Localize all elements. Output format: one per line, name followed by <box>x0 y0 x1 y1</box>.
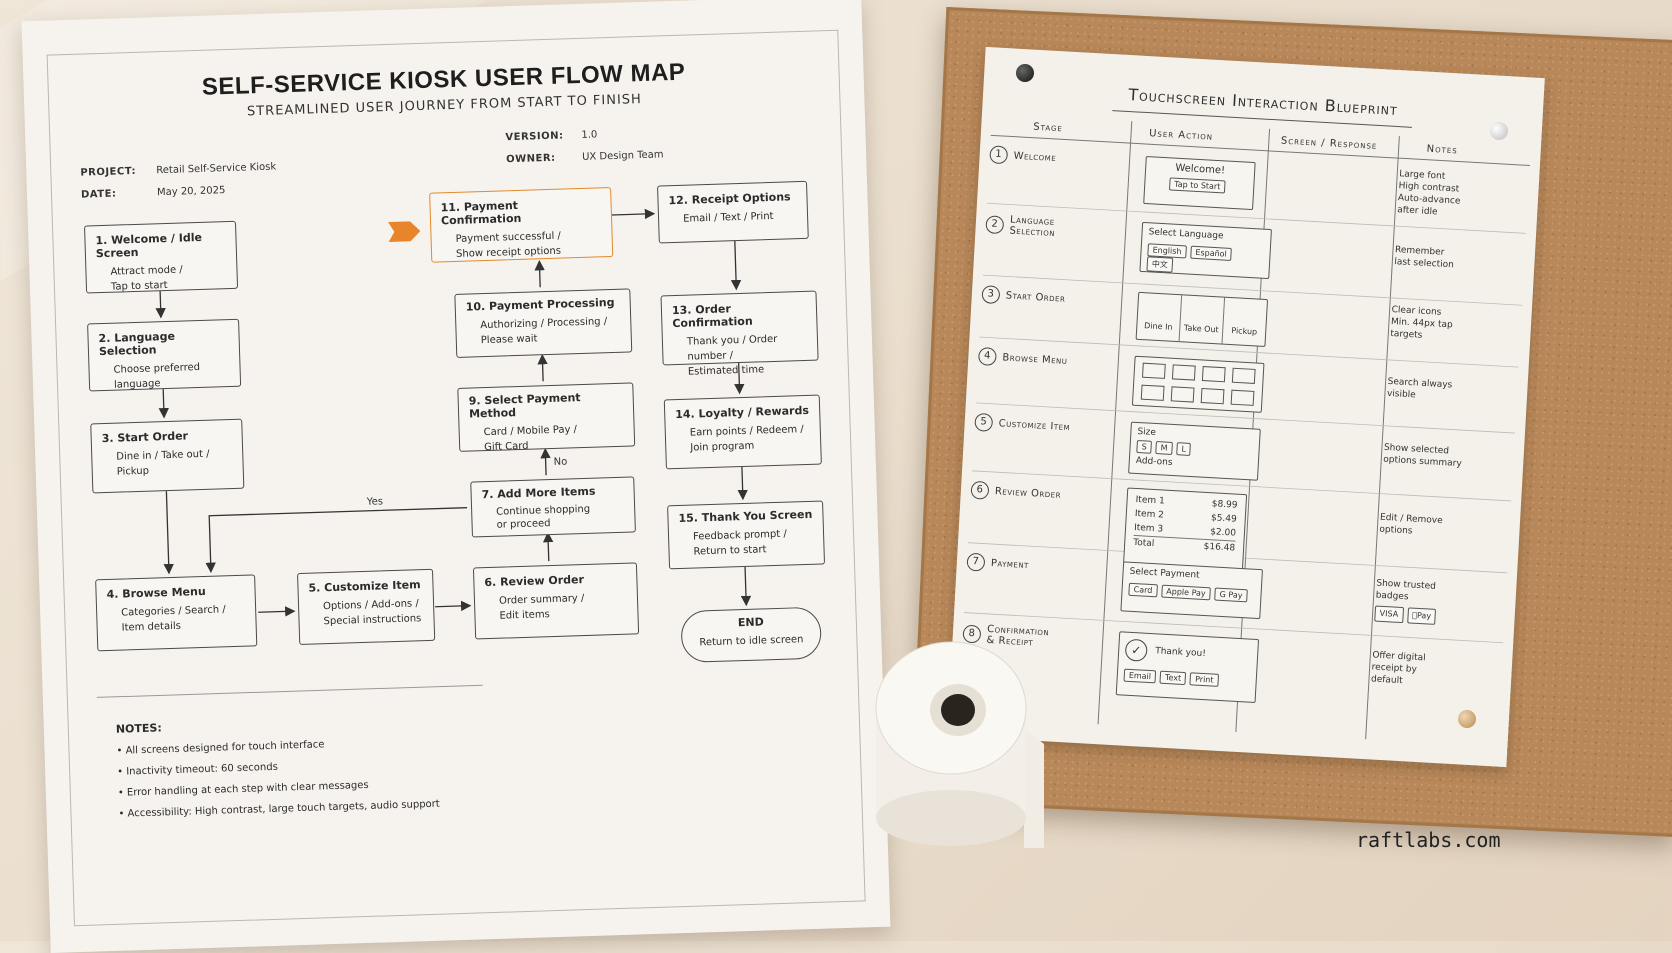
pay-card: Card <box>1128 582 1158 598</box>
edge-label-yes: Yes <box>366 496 384 508</box>
edge-6-7 <box>542 531 554 562</box>
flow-node-loyalty: 14. Loyalty / Rewards Earn points / Rede… <box>663 394 822 470</box>
size-option: S <box>1136 439 1153 454</box>
flow-node-select-payment: 9. Select Payment Method Card / Mobile P… <box>457 382 636 453</box>
wire-welcome-title: Welcome! <box>1175 162 1226 177</box>
apple-pay-badge: Pay <box>1406 607 1437 625</box>
lang-option: 中文 <box>1146 256 1174 273</box>
edge-10-11 <box>534 259 545 288</box>
dine-in-option: Dine In <box>1136 292 1183 342</box>
edge-13-14 <box>734 363 745 395</box>
wire-browse-menu <box>1131 355 1265 413</box>
push-pin-icon <box>1016 64 1034 82</box>
wire-language-title: Select Language <box>1148 227 1224 242</box>
edge-1-2 <box>155 289 166 319</box>
flow-node-customize-item: 5. Customize Item Options / Add-ons /Spe… <box>297 568 436 646</box>
edge-4-5 <box>258 606 296 617</box>
edge-7-9-no <box>540 447 551 476</box>
push-pin-icon <box>1490 122 1508 140</box>
edge-15-end <box>740 566 752 607</box>
notes-list: All screens designed for touch interface… <box>116 731 440 825</box>
flow-node-thank-you: 15. Thank You Screen Feedback prompt /Re… <box>667 500 826 570</box>
edge-label-no: No <box>553 456 568 468</box>
visa-badge: VISA <box>1374 605 1404 624</box>
payment-title: Select Payment <box>1129 566 1200 581</box>
brand-watermark: raftlabs.com <box>1356 828 1501 852</box>
pickup-option: Pickup <box>1231 326 1258 337</box>
lang-option: Español <box>1190 245 1233 261</box>
edge-2-3 <box>158 389 169 419</box>
pay-google: G Pay <box>1214 587 1248 603</box>
current-step-flag <box>388 221 421 243</box>
flow-node-receipt-options: 12. Receipt Options Email / Text / Print <box>657 180 809 244</box>
edge-5-6 <box>435 600 472 612</box>
notes-heading: NOTES: <box>115 721 162 736</box>
pay-apple: Apple Pay <box>1160 584 1212 601</box>
thank-you-text: Thank you! <box>1154 646 1207 660</box>
receipt-roll-icon <box>875 641 1044 848</box>
edge-11-12 <box>611 208 656 220</box>
flow-node-welcome: 1. Welcome / Idle Screen Attract mode /T… <box>84 220 239 294</box>
size-option: L <box>1176 442 1192 456</box>
notes-divider <box>96 684 483 698</box>
wire-welcome: Welcome! Tap to Start <box>1143 156 1256 211</box>
edge-3-4 <box>163 491 174 575</box>
blueprint-sheet: Touchscreen Interaction Blueprint Stage … <box>947 46 1545 768</box>
flow-node-payment-processing: 10. Payment Processing Authorizing / Pro… <box>454 288 633 358</box>
edge-12-13 <box>730 239 742 291</box>
wire-tap-to-start: Tap to Start <box>1168 177 1226 194</box>
wire-start-order: Dine In Take Out Pickup <box>1135 291 1269 347</box>
receipt-email: Email <box>1123 668 1157 684</box>
receipt-text: Text <box>1159 670 1187 686</box>
flow-connectors <box>96 208 752 698</box>
flow-node-review-order: 6. Review Order Order summary /Edit item… <box>472 562 640 640</box>
flow-node-order-confirmation: 13. Order Confirmation Thank you / Order… <box>660 290 819 378</box>
edge-7-4-yes <box>205 507 468 574</box>
flow-node-start-order: 3. Start Order Dine in / Take out /Picku… <box>90 418 245 494</box>
edge-14-15 <box>737 466 748 501</box>
size-option: M <box>1155 441 1173 455</box>
flow-map-sheet: SELF-SERVICE KIOSK USER FLOW MAP STREAML… <box>21 0 891 953</box>
take-out-option: Take Out <box>1179 295 1226 344</box>
menu-grid-icon <box>1140 362 1256 406</box>
flow-node-payment-confirmation: 11. Payment Confirmation Payment success… <box>429 186 614 263</box>
edge-9-10 <box>537 353 548 382</box>
flow-node-browse-menu: 4. Browse Menu Categories / Search /Item… <box>95 574 258 652</box>
check-circle-icon: ✓ <box>1124 638 1148 662</box>
receipt-print: Print <box>1189 672 1219 687</box>
wire-review-order: Item 1$8.99 Item 2$5.49 Item 3$2.00 Tota… <box>1123 487 1248 571</box>
push-pin-icon <box>1458 710 1476 728</box>
flow-node-end: END Return to idle screen <box>680 606 822 663</box>
